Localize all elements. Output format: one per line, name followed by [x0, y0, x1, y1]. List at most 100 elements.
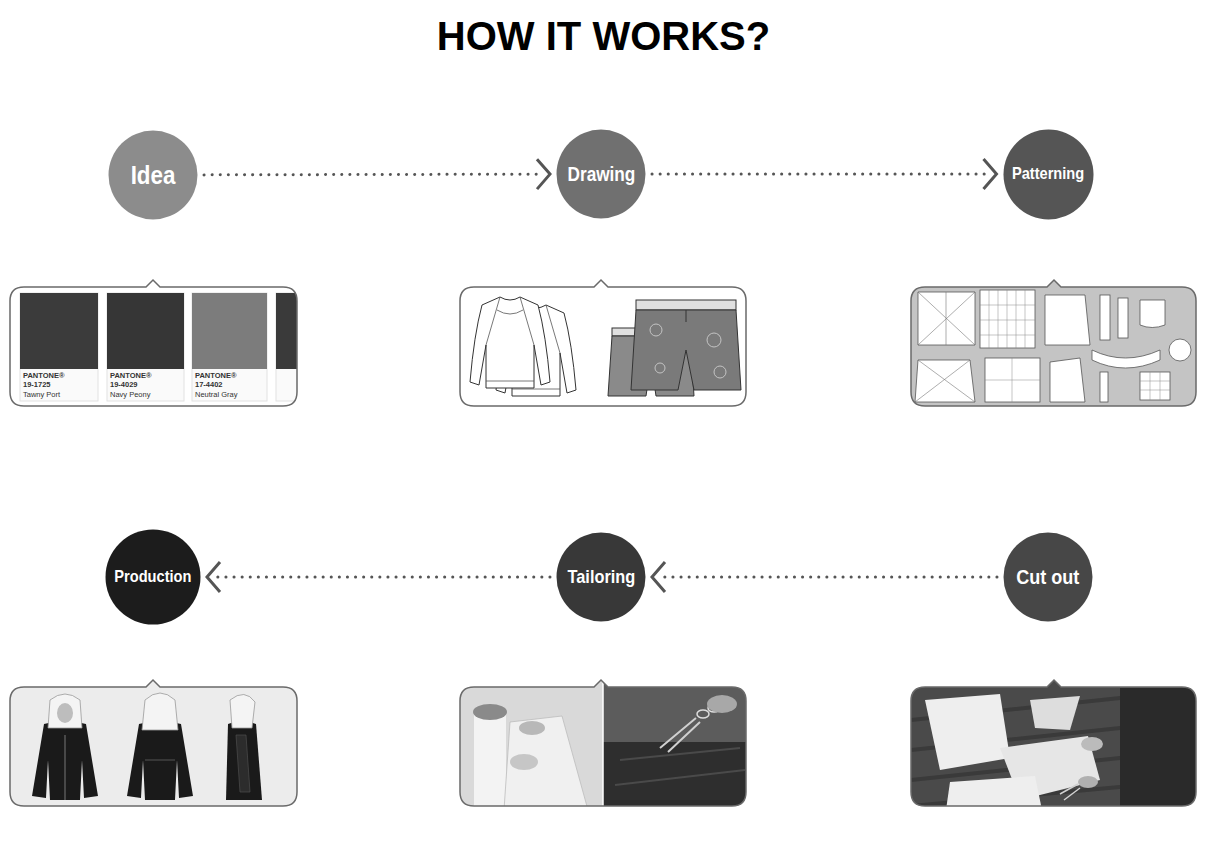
circle-fill	[1003, 129, 1093, 219]
step-name: Cut out	[1016, 565, 1079, 588]
pattern-line	[918, 292, 975, 345]
jacket-seam	[145, 760, 175, 761]
hand	[510, 754, 538, 770]
callout-outline	[911, 680, 1196, 806]
paper-pattern	[946, 776, 1042, 810]
jacket	[127, 721, 193, 800]
shorts-sketch	[631, 310, 741, 390]
pattern-piece	[1140, 372, 1170, 400]
jacket-hood	[142, 693, 178, 730]
swatch-label: PANTONE®	[195, 372, 237, 380]
flow-arrow	[652, 562, 997, 592]
step-name: Tailoring	[567, 567, 635, 588]
swatch	[107, 293, 184, 369]
hand	[519, 721, 545, 735]
dotted-line	[204, 173, 542, 177]
pattern-piece	[1092, 350, 1160, 368]
callout-ground	[460, 280, 746, 406]
swatch-label: PANTONE®	[23, 372, 65, 380]
flow-arrow	[652, 159, 997, 189]
hand	[1081, 737, 1103, 751]
shorts-print	[707, 333, 721, 347]
hood-opening	[57, 703, 73, 723]
jacket-hood	[230, 694, 255, 728]
swatch-label: PANTONE®	[110, 372, 152, 380]
swatch	[192, 293, 267, 369]
garment	[504, 716, 588, 810]
pattern-piece	[1169, 339, 1191, 361]
swatch	[20, 293, 98, 369]
step-circle: Cut out	[1003, 532, 1093, 622]
sketch-line	[486, 297, 534, 381]
swatch-card	[107, 293, 184, 401]
circle-fill	[557, 533, 646, 622]
tailoring-picture	[460, 680, 746, 810]
circle-fill	[106, 530, 201, 625]
photo-divider	[602, 680, 604, 810]
swatch-picture	[20, 293, 306, 401]
shorts-print	[650, 324, 662, 336]
dotted-line	[660, 576, 997, 579]
swatch-label: Tawny Port	[23, 391, 60, 399]
callout-outline	[10, 680, 297, 806]
person	[1120, 688, 1200, 808]
swatch-label: Navy Peony	[110, 391, 150, 399]
step-name: Patterning	[1012, 165, 1084, 184]
pattern-piece	[1100, 372, 1108, 402]
pattern-piece	[1118, 298, 1128, 338]
jacket	[226, 721, 262, 800]
pattern-piece	[1050, 358, 1085, 402]
jacket-sleeve	[236, 735, 250, 792]
swatch-card	[20, 293, 98, 401]
jacket-picture	[32, 693, 262, 800]
shorts-print	[714, 366, 726, 378]
pattern-line	[915, 360, 975, 402]
step-circle: Tailoring	[556, 532, 646, 622]
jacket-hood	[48, 694, 82, 728]
swatch-label: 19-4029	[110, 381, 138, 389]
fabric-line	[615, 748, 745, 785]
step-circle: Patterning	[1003, 129, 1094, 220]
pattern-line	[1140, 372, 1170, 400]
pattern-piece	[985, 358, 1040, 402]
callout-ground	[10, 680, 297, 806]
swatch-label: 19-1725	[23, 381, 51, 389]
swatch-label: Neutral Gray	[195, 391, 238, 399]
pattern-piece	[1100, 295, 1110, 340]
callout-ground	[911, 280, 1196, 406]
arrow-head	[652, 562, 665, 592]
callout-outline	[460, 280, 746, 406]
pattern-piece	[980, 290, 1035, 348]
callout-outline	[911, 280, 1196, 406]
dress-form	[474, 712, 506, 808]
circle-fill	[109, 131, 198, 220]
dress-form-cap	[473, 704, 507, 720]
paper-pattern	[925, 694, 1010, 770]
pattern-piece	[915, 360, 975, 402]
photo-ground	[460, 680, 603, 810]
pattern-line	[980, 290, 1035, 348]
shorts-print	[655, 363, 665, 373]
shorts-waistband	[636, 300, 736, 310]
swatch-card	[276, 293, 306, 401]
scissors	[1060, 784, 1080, 800]
swatch	[276, 293, 306, 369]
hand	[707, 695, 737, 713]
scissors-handle	[697, 710, 709, 718]
pattern-picture	[915, 290, 1191, 402]
arrow-head	[984, 159, 997, 189]
step-name: Drawing	[567, 163, 635, 185]
swatch-label: 17-4402	[195, 381, 223, 389]
sweatshirt-sketch	[470, 297, 550, 388]
dotted-line	[215, 576, 550, 579]
photo-ground	[603, 680, 746, 810]
jacket	[32, 721, 98, 800]
circle-fill	[1004, 533, 1093, 622]
zipper	[65, 735, 66, 800]
callout-ground	[10, 280, 297, 406]
callout-outline	[10, 280, 297, 406]
cutout-picture	[911, 688, 1200, 810]
swatch-card	[192, 293, 267, 401]
pattern-line	[985, 358, 1040, 402]
